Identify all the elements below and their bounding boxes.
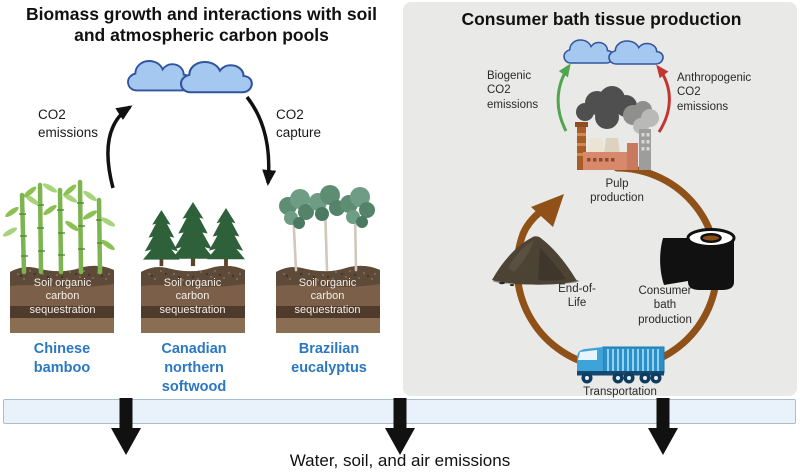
soil-label-softwood: Soil organic carbon sequestration xyxy=(159,277,226,316)
end-of-life-label: End-of- Life xyxy=(558,283,596,310)
biogenic-co2-label: Biogenic CO2 emissions xyxy=(487,70,539,111)
left-clouds-icon xyxy=(127,60,253,94)
water-soil-air-emissions-label: Water, soil, and air emissions xyxy=(289,451,511,470)
right-panel-title: Consumer bath tissue production xyxy=(461,9,742,29)
bamboo-icon xyxy=(2,179,116,275)
transportation-label: Transportation xyxy=(583,386,657,398)
pulp-production-label: Pulp production xyxy=(590,178,644,205)
co2-capture-arrow xyxy=(245,95,277,186)
species-label-softwood: Canadian northern softwood xyxy=(161,341,227,395)
anthropogenic-co2-label: Anthropogenic CO2 emissions xyxy=(677,72,752,113)
co2-emissions-arrow xyxy=(106,105,133,189)
co2-emissions-label: CO2 emissions xyxy=(38,107,99,140)
left-panel-title: Biomass growth and interactions with soi… xyxy=(25,4,378,46)
soil-label-bamboo: Soil organic carbon sequestration xyxy=(29,277,96,316)
species-label-eucalyptus: Brazilian eucalyptus xyxy=(291,341,367,376)
emissions-collector-bar xyxy=(3,399,796,424)
softwood-icon xyxy=(143,202,245,267)
co2-capture-label: CO2 capture xyxy=(276,107,322,140)
consumer-bath-production-label: Consumer bath production xyxy=(638,285,692,326)
eucalyptus-icon xyxy=(279,185,375,272)
soil-label-eucalyptus: Soil organic carbon sequestration xyxy=(294,277,361,316)
species-label-bamboo: Chinese bamboo xyxy=(33,341,91,376)
